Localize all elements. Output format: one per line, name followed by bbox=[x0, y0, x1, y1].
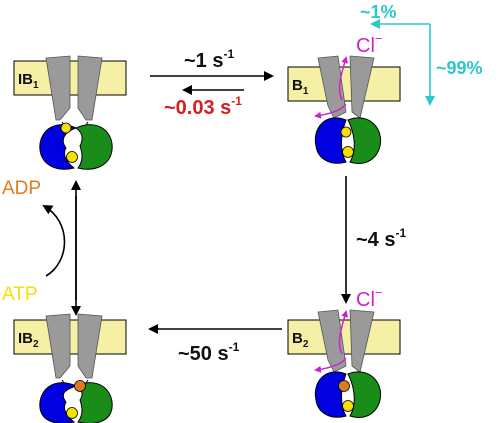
atp-site-2 bbox=[342, 146, 354, 158]
tmd-left bbox=[45, 55, 71, 121]
ion-path-arrow bbox=[314, 103, 347, 119]
nbd1 bbox=[314, 117, 347, 164]
ion-path-arrow bbox=[338, 56, 348, 101]
state-ib1: IB1 bbox=[13, 55, 127, 170]
tmd-left bbox=[45, 313, 71, 379]
adp-site bbox=[338, 380, 350, 392]
nbd2 bbox=[347, 117, 382, 164]
ion-path-arrow bbox=[314, 357, 347, 373]
rate-b2-to-ib2: ~50 s bbox=[178, 343, 229, 365]
adp-label: ADP bbox=[2, 178, 41, 199]
atp-site-1 bbox=[340, 126, 352, 138]
state-label: IB bbox=[18, 71, 33, 88]
rate-ib1-to-b1: ~1 s bbox=[184, 50, 223, 72]
membrane bbox=[287, 319, 401, 355]
adp-to-atp-curve-arrow bbox=[42, 206, 62, 270]
svg-text:IB1: IB1 bbox=[18, 71, 39, 91]
atp-label: ATP bbox=[2, 284, 38, 305]
svg-text:~50 s-1: ~50 s-1 bbox=[178, 340, 240, 365]
svg-text:~1 s-1: ~1 s-1 bbox=[184, 47, 234, 72]
tmd-left bbox=[317, 55, 347, 119]
tmd-left bbox=[317, 309, 347, 373]
nbd1 bbox=[39, 124, 78, 170]
svg-text:Cl−: Cl− bbox=[356, 285, 382, 311]
rate-b1-to-ib1: ~0.03 s bbox=[164, 97, 231, 119]
svg-text:~0.03 s-1: ~0.03 s-1 bbox=[164, 94, 242, 119]
svg-text:B2: B2 bbox=[292, 330, 309, 350]
state-b1: B1 Cl− bbox=[287, 31, 401, 164]
svg-text:Cl−: Cl− bbox=[356, 31, 382, 57]
atp-site bbox=[342, 400, 354, 412]
adp-site bbox=[74, 380, 86, 392]
state-label: IB bbox=[18, 330, 33, 347]
ion-label: Cl bbox=[356, 289, 375, 311]
svg-text:~4 s-1: ~4 s-1 bbox=[356, 226, 406, 251]
fraction-large: ~99% bbox=[436, 58, 483, 78]
fraction-small: ~1% bbox=[360, 2, 397, 22]
tmd-right bbox=[77, 55, 103, 121]
nbd1 bbox=[39, 382, 78, 423]
nbd2 bbox=[74, 124, 113, 170]
rate-b1-to-b2: ~4 s bbox=[356, 229, 395, 251]
nbd2 bbox=[347, 371, 382, 418]
atp-site-2 bbox=[66, 151, 78, 163]
atp-site bbox=[66, 407, 78, 419]
atp-to-adp-curve-arrow bbox=[42, 205, 66, 277]
nbd2 bbox=[74, 382, 113, 423]
svg-text:B1: B1 bbox=[292, 77, 309, 97]
ion-path-arrow bbox=[338, 310, 348, 355]
state-label: B bbox=[292, 77, 303, 94]
tmd-right bbox=[77, 313, 103, 379]
svg-text:IB2: IB2 bbox=[18, 330, 39, 350]
atp-site-1 bbox=[60, 122, 72, 134]
state-ib2: IB2 bbox=[13, 313, 127, 423]
nbd1 bbox=[314, 371, 347, 418]
state-label: B bbox=[292, 330, 303, 347]
state-b2: B2 Cl− bbox=[287, 285, 401, 418]
ion-label: Cl bbox=[356, 35, 375, 57]
